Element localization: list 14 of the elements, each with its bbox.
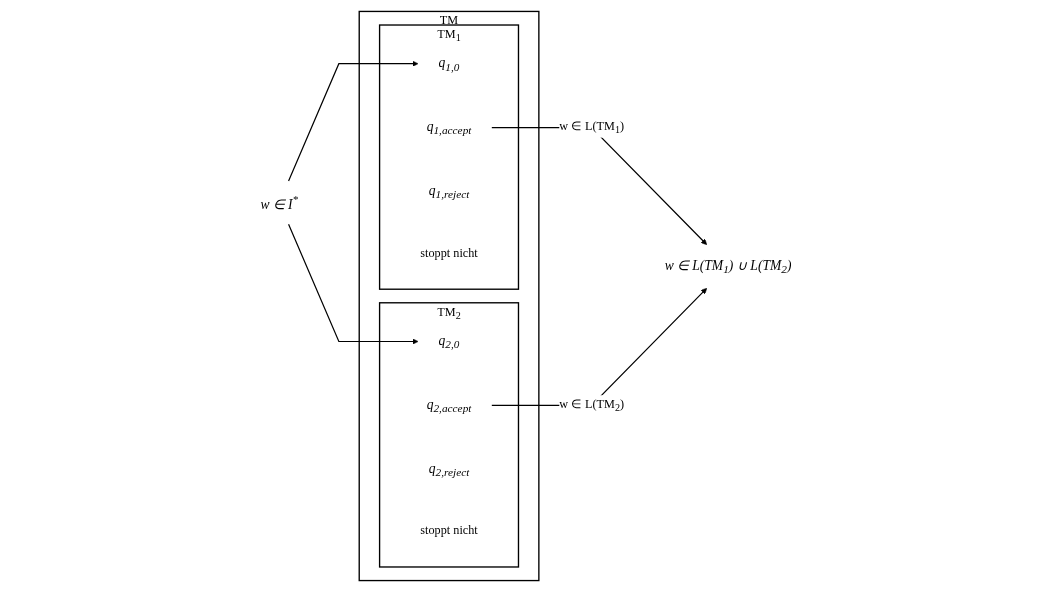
edge-label: w ∈ L(TM$_{2}$) xyxy=(559,397,625,414)
node-text: q$_{2,0}$ xyxy=(438,332,460,352)
node-text: q$_{1,0}$ xyxy=(438,54,460,74)
edge-label: w ∈ L(TM$_{1}$) xyxy=(559,119,625,136)
arrow xyxy=(287,60,419,182)
node-text: w ∈ I$^{*}$ xyxy=(260,193,299,212)
node-text: w ∈ L(TM$_{1}$) ∪ L(TM$_{2}$) xyxy=(664,257,792,276)
node-text: stoppt nicht xyxy=(420,245,478,260)
node-text: q$_{1,accept}$ xyxy=(426,118,472,138)
node-text: q$_{2,reject}$ xyxy=(428,460,470,479)
arrow xyxy=(287,223,419,345)
node-text: q$_{1,reject}$ xyxy=(428,182,470,201)
node-text: stoppt nicht xyxy=(420,523,478,538)
node-text: q$_{2,accept}$ xyxy=(426,396,472,415)
